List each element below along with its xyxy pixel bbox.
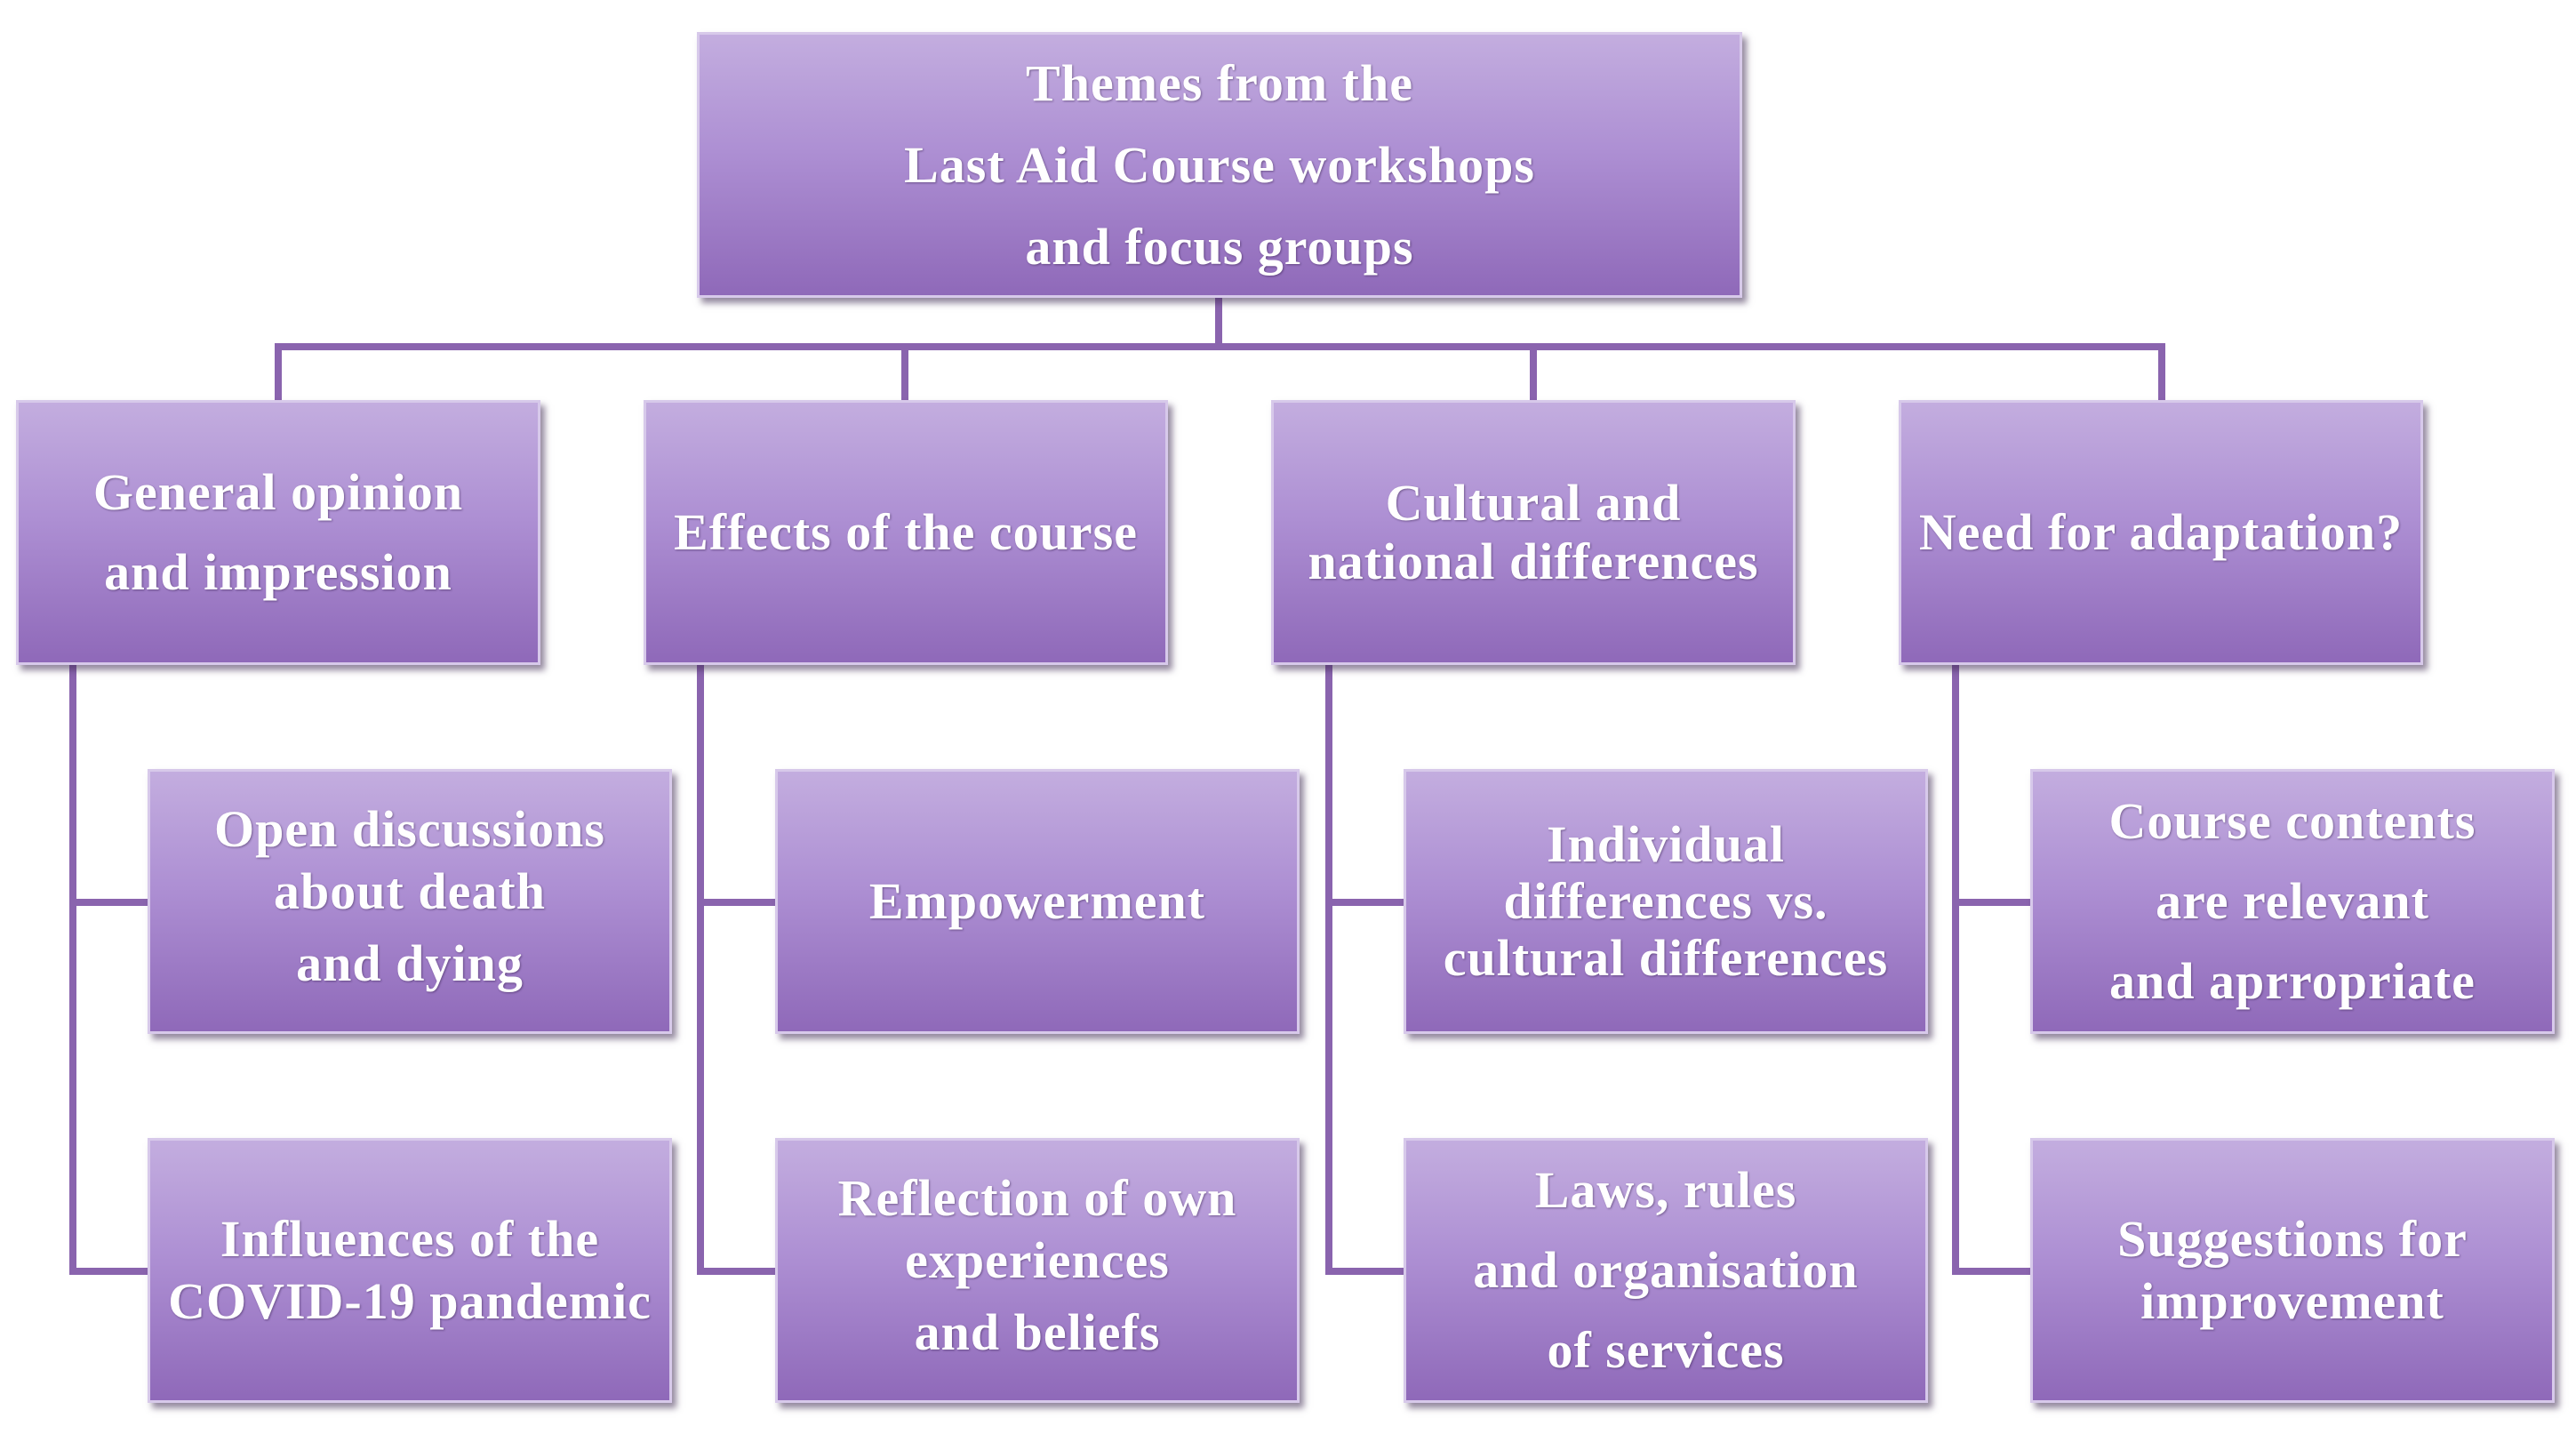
category-label-line: General opinion [92, 463, 464, 521]
subtheme-label-line: and dying [296, 934, 524, 992]
root-theme-box: Themes from the Last Aid Course workshop… [697, 32, 1742, 298]
subtheme-label-line: COVID-19 pandemic [168, 1272, 652, 1330]
category-adaptation-box: Need for adaptation? [1899, 400, 2423, 665]
category-cultural-differences-box: Cultural and national differences [1271, 400, 1796, 665]
category-effects-box: Effects of the course [644, 400, 1168, 665]
subtheme-label-line: about death [274, 862, 546, 920]
subtheme-empowerment-box: Empowerment [775, 769, 1300, 1034]
category-label-line: national differences [1308, 533, 1759, 590]
subtheme-suggestions-box: Suggestions for improvement [2030, 1138, 2555, 1403]
subtheme-label-line: Laws, rules [1534, 1161, 1797, 1219]
subtheme-label-line: Individual [1547, 815, 1785, 873]
category-general-opinion-box: General opinion and impression [16, 400, 540, 665]
subtheme-label-line: Suggestions for [2117, 1210, 2468, 1268]
subtheme-covid-box: Influences of the COVID-19 pandemic [148, 1138, 672, 1403]
subtheme-label-line: Course contents [2108, 792, 2476, 850]
subtheme-label-line: of services [1547, 1321, 1785, 1379]
subtheme-course-contents-box: Course contents are relevant and aprropr… [2030, 769, 2555, 1034]
subtheme-open-discussions-box: Open discussions about death and dying [148, 769, 672, 1034]
category-label-line: Cultural and [1385, 474, 1682, 532]
subtheme-laws-rules-box: Laws, rules and organisation of services [1404, 1138, 1928, 1403]
category-label-line: and impression [104, 543, 452, 601]
root-theme-line: and focus groups [1025, 217, 1414, 276]
subtheme-individual-differences-box: Individual differences vs. cultural diff… [1404, 769, 1928, 1034]
subtheme-label-line: and beliefs [914, 1303, 1161, 1361]
subtheme-label-line: experiences [905, 1231, 1170, 1289]
subtheme-reflection-box: Reflection of own experiences and belief… [775, 1138, 1300, 1403]
subtheme-label-line: Influences of the [220, 1210, 600, 1268]
category-label-line: Effects of the course [674, 503, 1138, 561]
subtheme-label-line: cultural differences [1443, 929, 1889, 987]
subtheme-label-line: Reflection of own [837, 1169, 1237, 1227]
subtheme-label-line: are relevant [2156, 872, 2429, 930]
subtheme-label-line: differences vs. [1503, 872, 1828, 930]
root-theme-line: Themes from the [1026, 53, 1413, 112]
category-label-line: Need for adaptation? [1918, 503, 2404, 561]
subtheme-label-line: Empowerment [868, 872, 1206, 930]
subtheme-label-line: and organisation [1473, 1241, 1859, 1299]
subtheme-label-line: and aprropriate [2109, 952, 2476, 1010]
subtheme-label-line: Open discussions [214, 800, 605, 858]
root-theme-line: Last Aid Course workshops [904, 135, 1535, 194]
subtheme-label-line: improvement [2140, 1272, 2444, 1330]
